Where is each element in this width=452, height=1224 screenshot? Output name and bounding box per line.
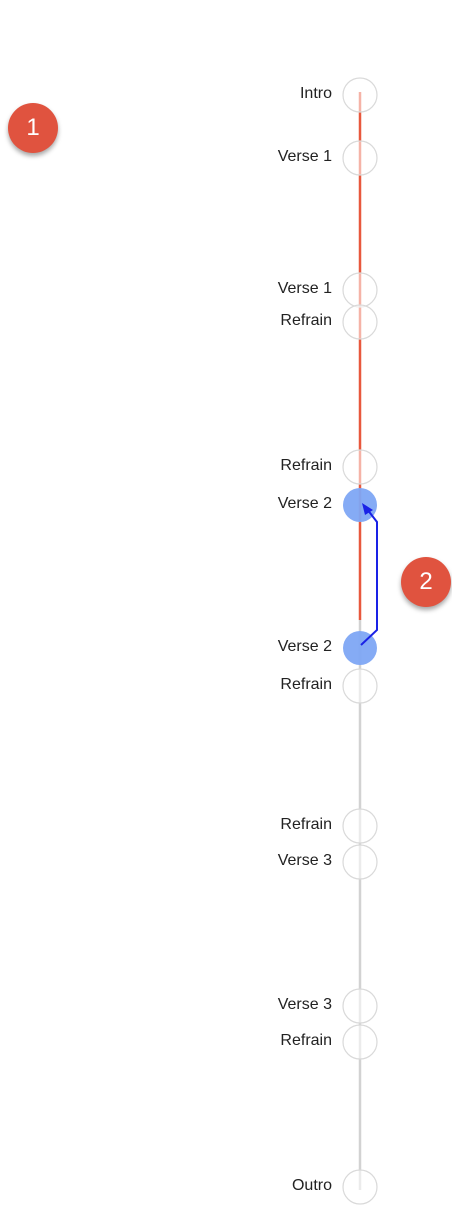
marker-label: Refrain (280, 457, 332, 474)
marker-2[interactable] (342, 140, 378, 176)
marker-circle[interactable] (342, 304, 378, 340)
marker-circle[interactable] (342, 844, 378, 880)
marker-circle[interactable] (342, 808, 378, 844)
marker-circle[interactable] (342, 272, 378, 308)
marker-8[interactable] (342, 668, 378, 704)
marker-label: Refrain (280, 312, 332, 329)
marker-13[interactable] (342, 1169, 378, 1205)
marker-label: Verse 3 (277, 852, 332, 869)
marker-label: Refrain (280, 816, 332, 833)
marker-circle[interactable] (342, 1169, 378, 1205)
marker-circle[interactable] (342, 988, 378, 1024)
marker-label: Intro (299, 85, 332, 102)
marker-10[interactable] (342, 844, 378, 880)
jump-back-arrowhead (362, 503, 373, 515)
marker-label: Refrain (280, 1032, 332, 1049)
marker-1[interactable] (342, 77, 378, 113)
marker-circle[interactable] (342, 1024, 378, 1060)
jump-back-arrow (360, 503, 378, 646)
marker-label: Verse 2 (277, 495, 332, 512)
marker-11[interactable] (342, 988, 378, 1024)
marker-label: Refrain (280, 676, 332, 693)
marker-label: Verse 2 (277, 638, 332, 655)
marker-circle[interactable] (342, 668, 378, 704)
marker-layer (342, 77, 378, 1205)
jump-back-arrow-line (360, 508, 378, 646)
marker-12[interactable] (342, 1024, 378, 1060)
marker-label: Outro (291, 1177, 332, 1194)
marker-circle[interactable] (343, 631, 377, 665)
marker-4[interactable] (342, 304, 378, 340)
marker-circle[interactable] (343, 488, 377, 522)
marker-circle[interactable] (342, 449, 378, 485)
marker-label: Verse 1 (277, 280, 332, 297)
marker-label: Verse 3 (277, 996, 332, 1013)
callout-badge-2: 2 (401, 557, 451, 607)
marker-6[interactable] (343, 488, 377, 522)
marker-label: Verse 1 (277, 148, 332, 165)
marker-3[interactable] (342, 272, 378, 308)
marker-circle[interactable] (342, 77, 378, 113)
marker-circle[interactable] (342, 140, 378, 176)
marker-5[interactable] (342, 449, 378, 485)
callout-badge-1: 1 (8, 103, 58, 153)
marker-9[interactable] (342, 808, 378, 844)
marker-7[interactable] (343, 631, 377, 665)
